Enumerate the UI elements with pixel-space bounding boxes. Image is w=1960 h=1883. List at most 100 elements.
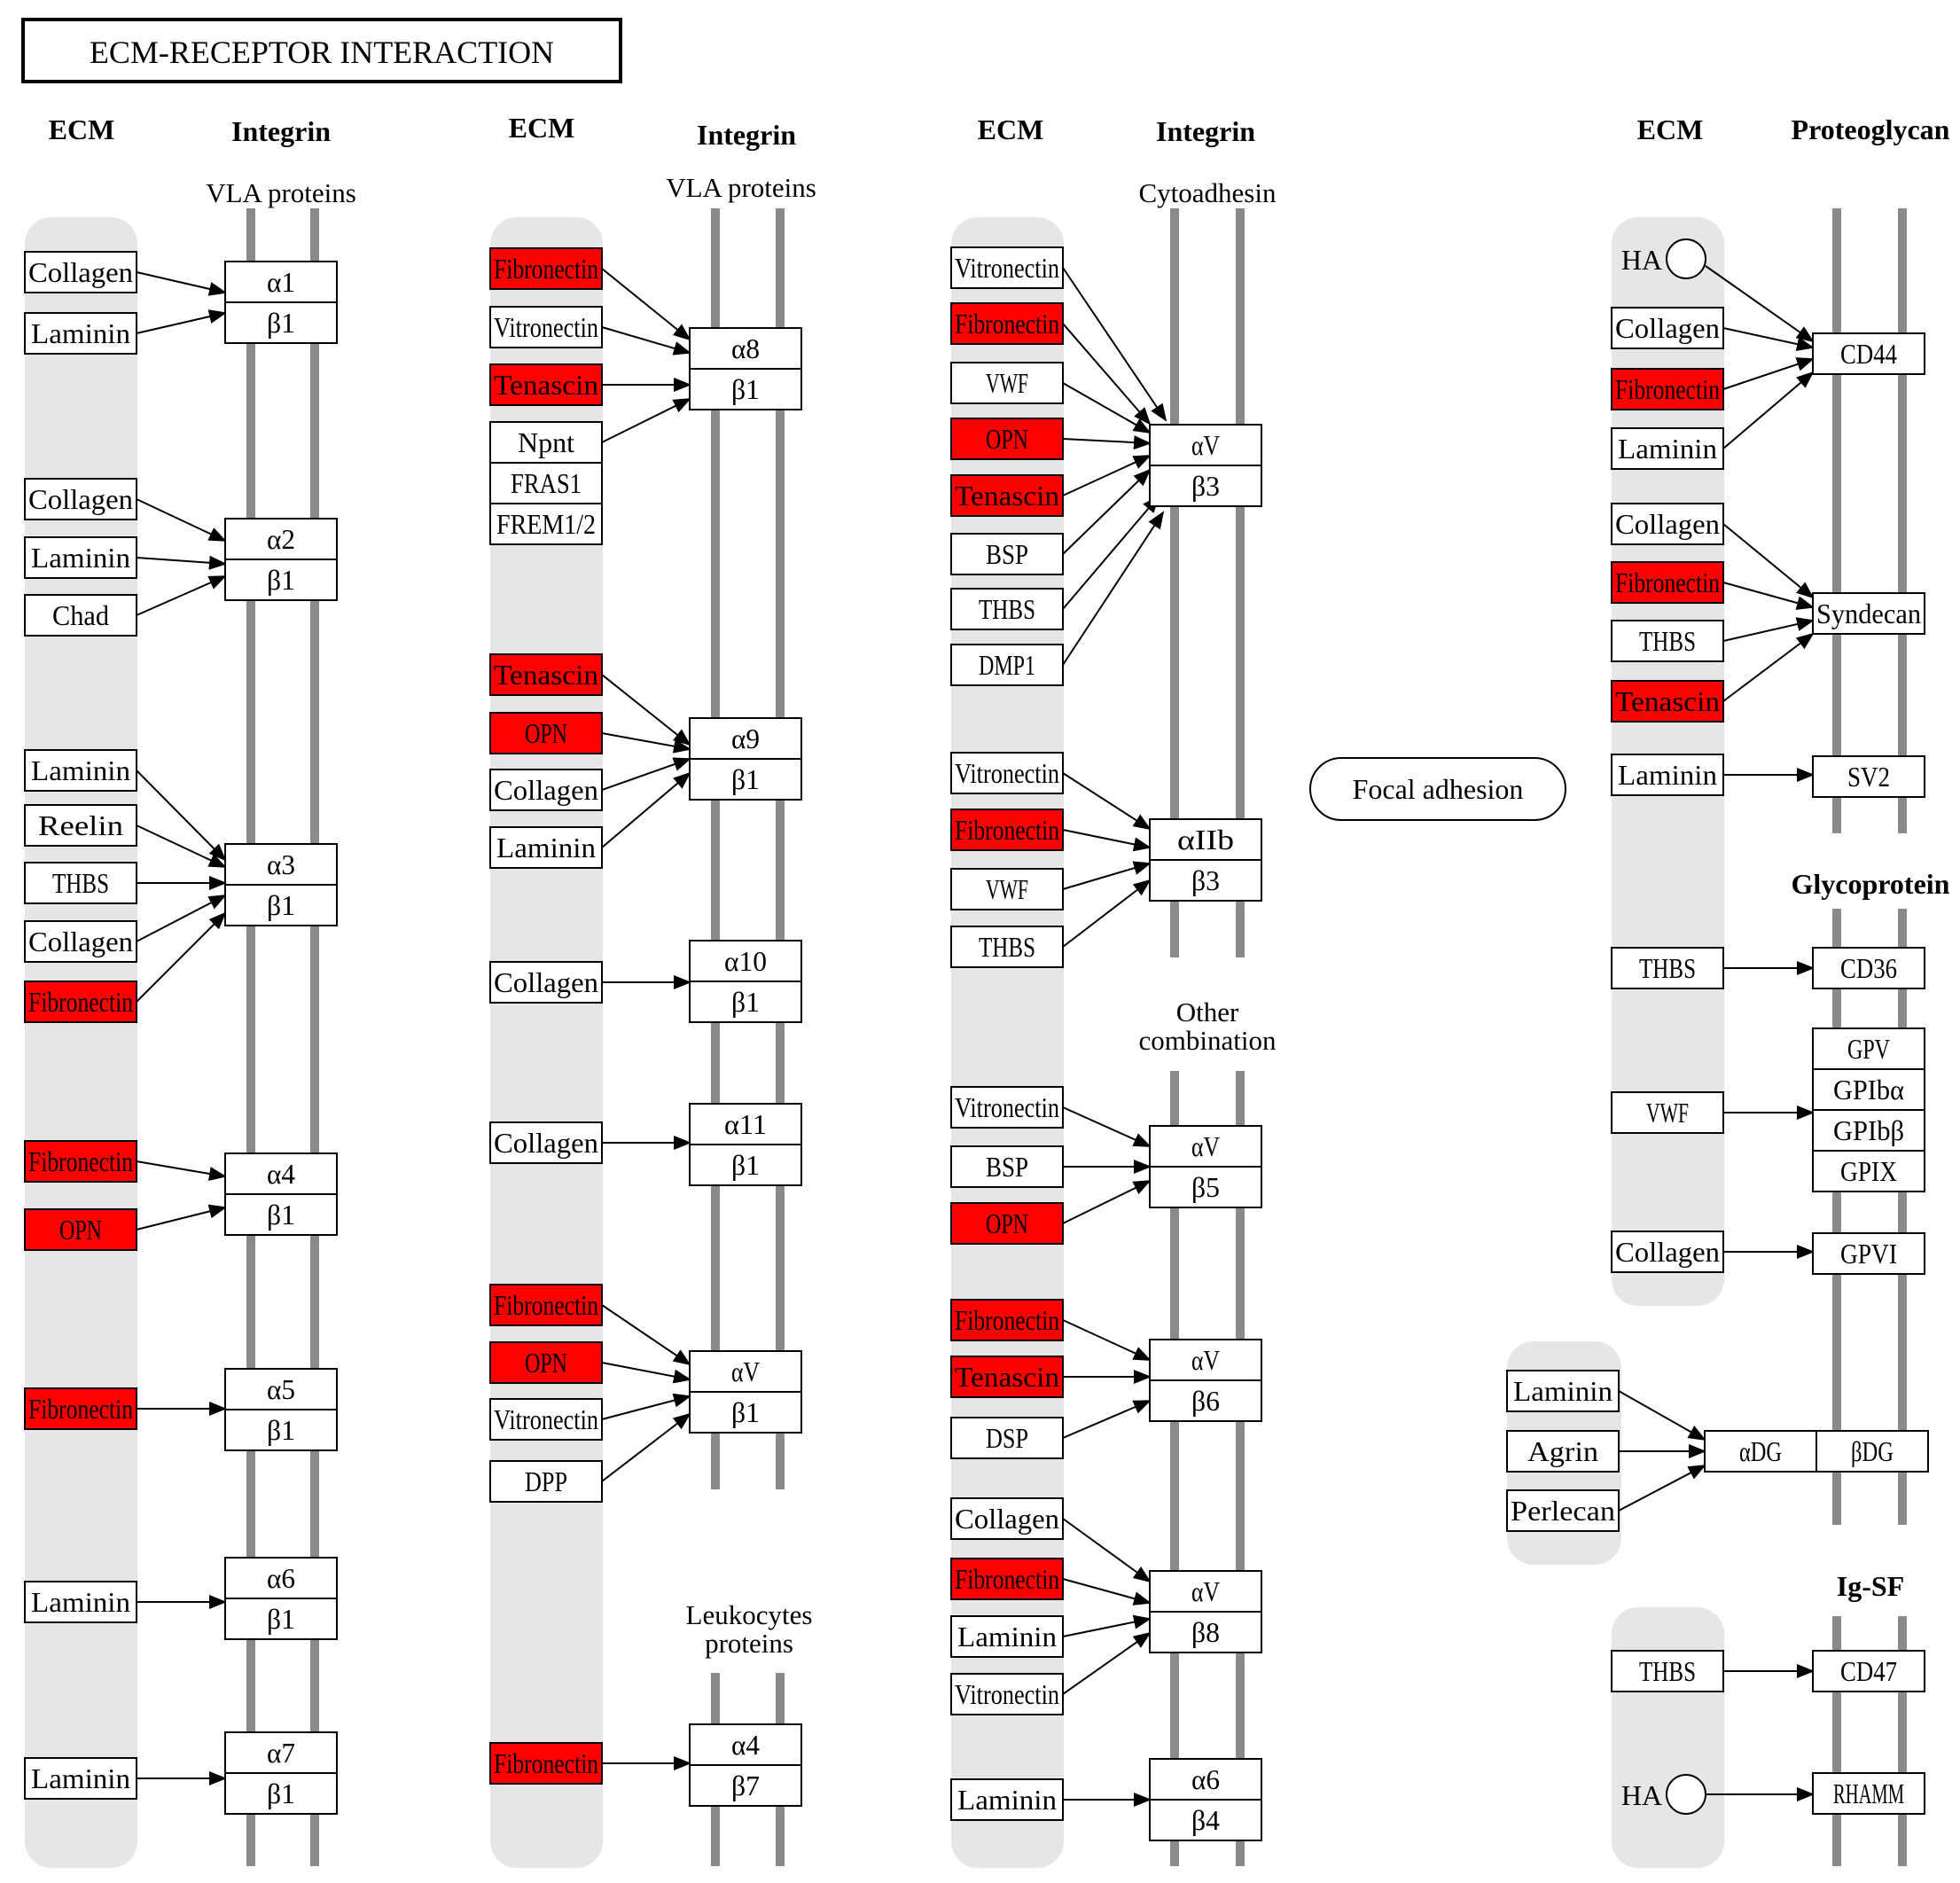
gene-node-box[interactable]: [224, 1368, 338, 1410]
gene-node-box[interactable]: [1812, 592, 1925, 635]
gene-node-box[interactable]: [689, 1764, 802, 1807]
gene-node-box[interactable]: [24, 1140, 137, 1183]
gene-node-box[interactable]: [489, 1284, 603, 1326]
gene-node-label[interactable]: BSP: [986, 538, 1028, 570]
gene-node-gpib[interactable]: GPIbβ: [1812, 1109, 1925, 1152]
gene-node-vitronectin[interactable]: Vitronectin: [489, 1398, 603, 1441]
gene-node-box[interactable]: [1611, 1091, 1724, 1134]
gene-node-v[interactable]: αV: [1149, 424, 1262, 466]
gene-node-label[interactable]: α1: [267, 266, 295, 298]
gene-node-3[interactable]: α3: [224, 843, 338, 886]
gene-node-box[interactable]: [1506, 1430, 1620, 1473]
gene-node-dg[interactable]: βDG: [1816, 1430, 1929, 1473]
gene-node-box[interactable]: [1611, 503, 1724, 545]
gene-node-iib[interactable]: αIIb: [1149, 818, 1262, 861]
gene-node-label[interactable]: THBS: [1639, 1655, 1696, 1687]
gene-node-label[interactable]: α10: [724, 945, 767, 977]
gene-node-box[interactable]: [950, 362, 1064, 404]
gene-node-box[interactable]: [489, 503, 603, 545]
gene-node-label[interactable]: OPN: [525, 717, 567, 749]
gene-node-box[interactable]: [24, 981, 137, 1023]
gene-node-1[interactable]: β1: [689, 758, 802, 801]
gene-node-gpix[interactable]: GPIX: [1812, 1150, 1925, 1192]
gene-node-label[interactable]: Laminin: [31, 1762, 130, 1794]
gene-node-fibronectin[interactable]: Fibronectin: [950, 809, 1064, 851]
gene-node-label[interactable]: α9: [731, 723, 760, 754]
gene-node-label[interactable]: FRAS1: [511, 467, 582, 499]
gene-node-box[interactable]: [489, 421, 603, 464]
gene-node-label[interactable]: Fibronectin: [28, 986, 133, 1018]
gene-node-box[interactable]: [689, 1391, 802, 1434]
gene-node-label[interactable]: Collagen: [1615, 312, 1720, 344]
gene-node-label[interactable]: αV: [1191, 1575, 1220, 1607]
gene-node-label[interactable]: β1: [731, 986, 760, 1018]
gene-node-vitronectin[interactable]: Vitronectin: [950, 752, 1064, 794]
gene-node-tenascin[interactable]: Tenascin: [489, 363, 603, 406]
gene-node-label[interactable]: Vitronectin: [955, 1678, 1059, 1710]
gene-node-label[interactable]: α6: [1191, 1763, 1220, 1795]
gene-node-label[interactable]: GPIbβ: [1833, 1114, 1904, 1146]
gene-node-thbs[interactable]: THBS: [950, 926, 1064, 968]
gene-node-1[interactable]: β1: [224, 884, 338, 926]
gene-node-box[interactable]: [489, 247, 603, 290]
gene-node-label[interactable]: GPV: [1847, 1033, 1890, 1065]
gene-node-box[interactable]: [224, 1152, 338, 1195]
gene-node-box[interactable]: [689, 1350, 802, 1393]
gene-node-label[interactable]: Fibronectin: [494, 1289, 598, 1321]
gene-node-11[interactable]: α11: [689, 1103, 802, 1145]
gene-node-dsp[interactable]: DSP: [950, 1417, 1064, 1459]
gene-node-fibronectin[interactable]: Fibronectin: [950, 302, 1064, 345]
gene-node-vwf[interactable]: VWF: [1611, 1091, 1724, 1134]
gene-node-label[interactable]: Collagen: [494, 774, 598, 806]
focal-adhesion-link[interactable]: Focal adhesion: [1309, 757, 1566, 821]
gene-node-label[interactable]: BSP: [986, 1151, 1028, 1183]
gene-node-box[interactable]: [689, 940, 802, 982]
gene-node-thbs[interactable]: THBS: [1611, 1650, 1724, 1692]
gene-node-label[interactable]: Tenascin: [1615, 685, 1720, 717]
gene-node-5[interactable]: α5: [224, 1368, 338, 1410]
gene-node-label[interactable]: Collagen: [1615, 508, 1720, 540]
gene-node-label[interactable]: THBS: [979, 593, 1035, 625]
gene-node-label[interactable]: β3: [1191, 864, 1220, 896]
gene-node-4[interactable]: β4: [1149, 1799, 1262, 1841]
gene-node-label[interactable]: Laminin: [1513, 1375, 1613, 1407]
gene-node-box[interactable]: [950, 1673, 1064, 1715]
gene-node-label[interactable]: Syndecan: [1816, 598, 1921, 629]
gene-node-fibronectin[interactable]: Fibronectin: [24, 1140, 137, 1183]
gene-node-box[interactable]: [1812, 332, 1925, 375]
gene-node-label[interactable]: Laminin: [31, 542, 130, 574]
gene-node-collagen[interactable]: Collagen: [489, 961, 603, 1004]
gene-node-opn[interactable]: OPN: [24, 1208, 137, 1251]
gene-node-label[interactable]: α11: [724, 1108, 767, 1140]
gene-node-box[interactable]: [950, 1299, 1064, 1341]
gene-node-vitronectin[interactable]: Vitronectin: [950, 1673, 1064, 1715]
gene-node-label[interactable]: Collagen: [28, 483, 133, 515]
gene-node-label[interactable]: Vitronectin: [494, 1403, 598, 1435]
gene-node-label[interactable]: αIIb: [1177, 824, 1234, 856]
gene-node-box[interactable]: [224, 1409, 338, 1451]
gene-node-label[interactable]: Collagen: [494, 1127, 598, 1159]
gene-node-vitronectin[interactable]: Vitronectin: [489, 306, 603, 348]
gene-node-label[interactable]: Collagen: [1615, 1236, 1720, 1268]
gene-node-box[interactable]: [24, 1208, 137, 1251]
gene-node-cd36[interactable]: CD36: [1812, 947, 1925, 989]
gene-node-2[interactable]: α2: [224, 518, 338, 560]
gene-node-box[interactable]: [489, 653, 603, 696]
gene-node-label[interactable]: β1: [267, 889, 295, 921]
gene-node-box[interactable]: [24, 251, 137, 293]
gene-node-box[interactable]: [950, 302, 1064, 345]
gene-node-laminin[interactable]: Laminin: [489, 826, 603, 869]
gene-node-box[interactable]: [1812, 1068, 1925, 1111]
gene-node-box[interactable]: [1611, 754, 1724, 796]
gene-node-syndecan[interactable]: Syndecan: [1812, 592, 1925, 635]
gene-node-label[interactable]: Agrin: [1527, 1435, 1598, 1467]
gene-node-v[interactable]: αV: [689, 1350, 802, 1393]
gene-node-box[interactable]: [489, 1121, 603, 1164]
gene-node-chad[interactable]: Chad: [24, 594, 137, 637]
gene-node-label[interactable]: Perlecan: [1511, 1495, 1615, 1527]
gene-node-box[interactable]: [689, 1144, 802, 1186]
gene-node-laminin[interactable]: Laminin: [1506, 1370, 1620, 1412]
gene-node-label[interactable]: Vitronectin: [494, 311, 598, 343]
gene-node-reelin[interactable]: Reelin: [24, 804, 137, 847]
gene-node-6[interactable]: β6: [1149, 1379, 1262, 1422]
